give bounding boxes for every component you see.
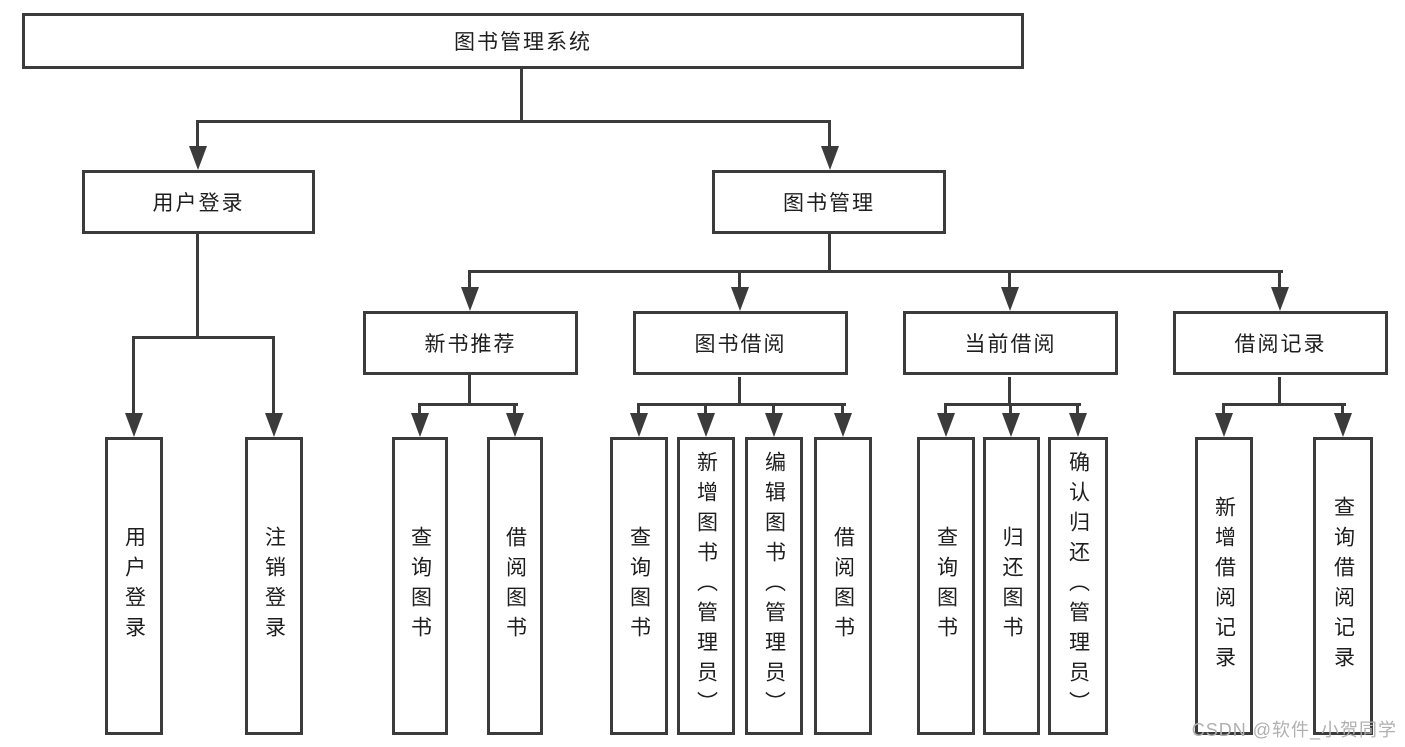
arrowhead-down-icon <box>461 287 479 311</box>
connector-drop-book-borrow <box>738 273 741 291</box>
arrowhead-down-icon <box>630 413 648 437</box>
connector-current-borrow-rail <box>944 403 1081 406</box>
leaf-borrow-books-newbook: 借阅图书 <box>487 437 543 735</box>
arrowhead-down-icon <box>834 413 852 437</box>
leaf-confirm-return-admin: 确认归还（管理员） <box>1048 437 1108 735</box>
csdn-watermark: CSDN @软件_小贺同学 <box>1191 720 1397 740</box>
leaf-query-books-newbook: 查询图书 <box>392 437 448 735</box>
arrowhead-down-icon <box>1002 413 1020 437</box>
connector-drop <box>841 406 844 417</box>
connector-book-mgmt-rail <box>468 270 1283 273</box>
connector-book-mgmt-stem <box>828 234 831 273</box>
connector-user-login-stem <box>196 234 199 339</box>
connector-drop <box>513 406 516 417</box>
node-borrowing-records: 借阅记录 <box>1173 311 1388 375</box>
connector-drop-leaf-user-login <box>132 339 135 417</box>
leaf-user-login: 用户登录 <box>105 437 163 735</box>
leaf-query-borrow-record: 查询借阅记录 <box>1313 437 1373 735</box>
node-book-management: 图书管理 <box>712 170 946 234</box>
connector-drop <box>1222 406 1225 417</box>
arrowhead-down-icon <box>506 413 524 437</box>
connector-drop-user-login <box>196 123 199 150</box>
connector-borrow-records-rail <box>1222 403 1346 406</box>
arrowhead-down-icon <box>1271 287 1289 311</box>
connector-book-borrow-stem <box>738 377 741 406</box>
connector-root-rail <box>196 120 831 123</box>
connector-drop <box>1009 406 1012 417</box>
connector-root-stem <box>520 69 523 123</box>
arrowhead-down-icon <box>265 413 283 437</box>
arrowhead-down-icon <box>1215 413 1233 437</box>
arrowhead-down-icon <box>697 413 715 437</box>
node-user-login: 用户登录 <box>82 170 315 234</box>
connector-book-borrow-rail <box>637 403 846 406</box>
leaf-logout-login: 注销登录 <box>245 437 303 735</box>
arrowhead-down-icon <box>411 413 429 437</box>
leaf-query-books-current: 查询图书 <box>917 437 975 735</box>
arrowhead-down-icon <box>937 413 955 437</box>
connector-drop <box>418 406 421 417</box>
connector-drop-current-borrow <box>1008 273 1011 291</box>
leaf-borrow-books-borrow: 借阅图书 <box>814 437 872 735</box>
connector-new-book-stem <box>468 375 471 406</box>
connector-drop-new-book <box>468 273 471 291</box>
node-new-book-recommend: 新书推荐 <box>363 311 578 375</box>
connector-drop-leaf-logout <box>272 339 275 417</box>
node-current-borrowing: 当前借阅 <box>903 311 1118 375</box>
leaf-add-books-admin: 新增图书（管理员） <box>677 437 735 735</box>
arrowhead-down-icon <box>189 146 207 170</box>
connector-drop <box>704 406 707 417</box>
connector-drop-borrow-records <box>1278 273 1281 291</box>
leaf-add-borrow-record: 新增借阅记录 <box>1195 437 1253 735</box>
connector-current-borrow-stem <box>1008 377 1011 406</box>
connector-borrow-records-stem <box>1278 377 1281 406</box>
connector-drop <box>944 406 947 417</box>
connector-drop <box>637 406 640 417</box>
connector-drop <box>772 406 775 417</box>
leaf-return-books: 归还图书 <box>983 437 1040 735</box>
arrowhead-down-icon <box>1001 287 1019 311</box>
node-book-borrowing: 图书借阅 <box>633 311 848 375</box>
arrowhead-down-icon <box>1334 413 1352 437</box>
leaf-query-books-borrow: 查询图书 <box>610 437 668 735</box>
arrowhead-down-icon <box>1069 413 1087 437</box>
connector-drop-book-mgmt <box>828 123 831 150</box>
node-library-management-system: 图书管理系统 <box>22 13 1024 69</box>
connector-drop <box>1341 406 1344 417</box>
leaf-edit-books-admin: 编辑图书（管理员） <box>745 437 803 735</box>
arrowhead-down-icon <box>765 413 783 437</box>
connector-new-book-rail <box>418 403 518 406</box>
connector-user-login-rail <box>132 336 275 339</box>
arrowhead-down-icon <box>731 287 749 311</box>
arrowhead-down-icon <box>125 413 143 437</box>
connector-drop <box>1076 406 1079 417</box>
arrowhead-down-icon <box>821 146 839 170</box>
